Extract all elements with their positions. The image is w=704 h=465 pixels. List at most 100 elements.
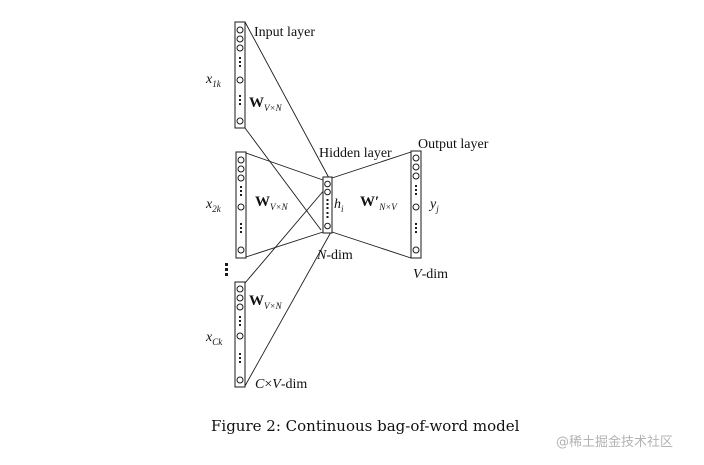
ellipsis-dot	[415, 223, 417, 225]
ellipsis-dot	[415, 189, 417, 191]
wprime-sub: N×V	[378, 202, 398, 212]
n-dim-rest: -dim	[326, 248, 353, 263]
w-base: W	[249, 293, 264, 309]
ellipsis-dot	[225, 273, 228, 276]
edge-out-top	[331, 151, 412, 179]
neuron	[236, 44, 244, 52]
hidden-vector-dots	[326, 199, 329, 218]
ellipsis-dot	[239, 320, 241, 322]
neuron	[236, 332, 244, 340]
weight-matrix-label-2: WV×N	[255, 194, 289, 212]
cv-dim-c: C	[255, 377, 265, 392]
ellipsis-dot	[240, 186, 242, 188]
v-dim-rest: -dim	[422, 267, 449, 282]
x2k-label: x2k	[205, 197, 222, 214]
neuron	[412, 246, 420, 254]
neuron	[324, 180, 331, 188]
xck-sub: Ck	[212, 337, 223, 347]
output-weight-matrix-label: W′N×V	[360, 194, 398, 212]
y-base: y	[428, 197, 437, 212]
neuron	[237, 203, 245, 211]
input-vector-xck-dots	[239, 316, 241, 363]
output-vector	[410, 150, 422, 259]
neuron	[236, 285, 244, 293]
neuron	[237, 156, 245, 164]
n-dim-var: N	[316, 248, 327, 263]
hidden-h-label: hi	[334, 197, 344, 214]
ellipsis-dot	[415, 193, 417, 195]
xck-base: x	[205, 330, 213, 345]
ellipsis-dot	[239, 324, 241, 326]
w-base: W	[255, 194, 270, 210]
x2k-base: x	[205, 197, 213, 212]
x1k-sub: 1k	[212, 79, 222, 89]
ellipsis-dot	[239, 316, 241, 318]
ellipsis-dot	[415, 231, 417, 233]
ellipsis-dot	[239, 57, 241, 59]
output-layer-label: Output layer	[418, 137, 489, 152]
neuron	[236, 35, 244, 43]
weight-matrix-label-c: WV×N	[249, 293, 283, 311]
x2k-sub: 2k	[212, 204, 222, 214]
figure-caption: Figure 2: Continuous bag-of-word model	[211, 417, 520, 435]
neuron	[324, 222, 331, 230]
connection-lines	[244, 21, 412, 387]
cv-dim-times: ×	[264, 377, 272, 392]
output-vector-dots	[415, 185, 417, 233]
cv-dim-label: C×V-dim	[255, 377, 307, 392]
input-layer-label: Input layer	[254, 25, 315, 40]
weight-matrix-label-1: WV×N	[249, 95, 283, 113]
edge-x2k-top	[245, 152, 324, 181]
ellipsis-dot	[239, 99, 241, 101]
neuron	[412, 172, 420, 180]
h-base: h	[334, 197, 341, 212]
ellipsis-dot	[239, 357, 241, 359]
vector-group-ellipsis	[225, 263, 228, 276]
neuron	[412, 154, 420, 162]
input-vector-x2k	[235, 151, 247, 259]
v-dim-var: V	[413, 267, 423, 282]
neuron	[237, 174, 245, 182]
ellipsis-dot	[239, 353, 241, 355]
ellipsis-dot	[239, 95, 241, 97]
ellipsis-dot	[415, 185, 417, 187]
cv-dim-rest: -dim	[281, 377, 308, 392]
edge-x1k-top	[244, 21, 330, 179]
v-dim-label: V-dim	[413, 267, 448, 282]
neuron	[324, 188, 331, 196]
neuron	[236, 376, 244, 384]
edge-xck-top	[244, 181, 332, 284]
neuron	[412, 163, 420, 171]
input-vector-x1k	[234, 21, 246, 129]
neuron	[236, 76, 244, 84]
ellipsis-dot	[326, 207, 329, 209]
ellipsis-dot	[239, 61, 241, 63]
ellipsis-dot	[326, 216, 329, 218]
input-vector-x1k-dots	[239, 57, 241, 105]
output-y-label: yj	[428, 197, 439, 214]
watermark: @稀土掘金技术社区	[556, 434, 673, 450]
ellipsis-dot	[240, 194, 242, 196]
ellipsis-dot	[240, 227, 242, 229]
w-base: W	[249, 95, 264, 111]
neuron	[236, 294, 244, 302]
neuron	[236, 26, 244, 34]
y-sub: j	[435, 204, 439, 214]
vector-box	[234, 21, 246, 129]
hidden-layer-label: Hidden layer	[319, 146, 392, 161]
x1k-base: x	[205, 72, 213, 87]
ellipsis-dot	[239, 103, 241, 105]
edge-x2k-bottom	[245, 231, 324, 258]
n-dim-label: N-dim	[316, 248, 353, 263]
neuron	[412, 203, 420, 211]
neuron	[236, 303, 244, 311]
ellipsis-dot	[225, 263, 228, 266]
neuron	[237, 246, 245, 254]
edge-out-bottom	[331, 231, 412, 259]
w-sub: V×N	[264, 301, 283, 311]
x1k-label: x1k	[205, 72, 222, 89]
wprime-base: W′	[360, 194, 379, 210]
ellipsis-dot	[239, 361, 241, 363]
ellipsis-dot	[240, 223, 242, 225]
ellipsis-dot	[240, 231, 242, 233]
